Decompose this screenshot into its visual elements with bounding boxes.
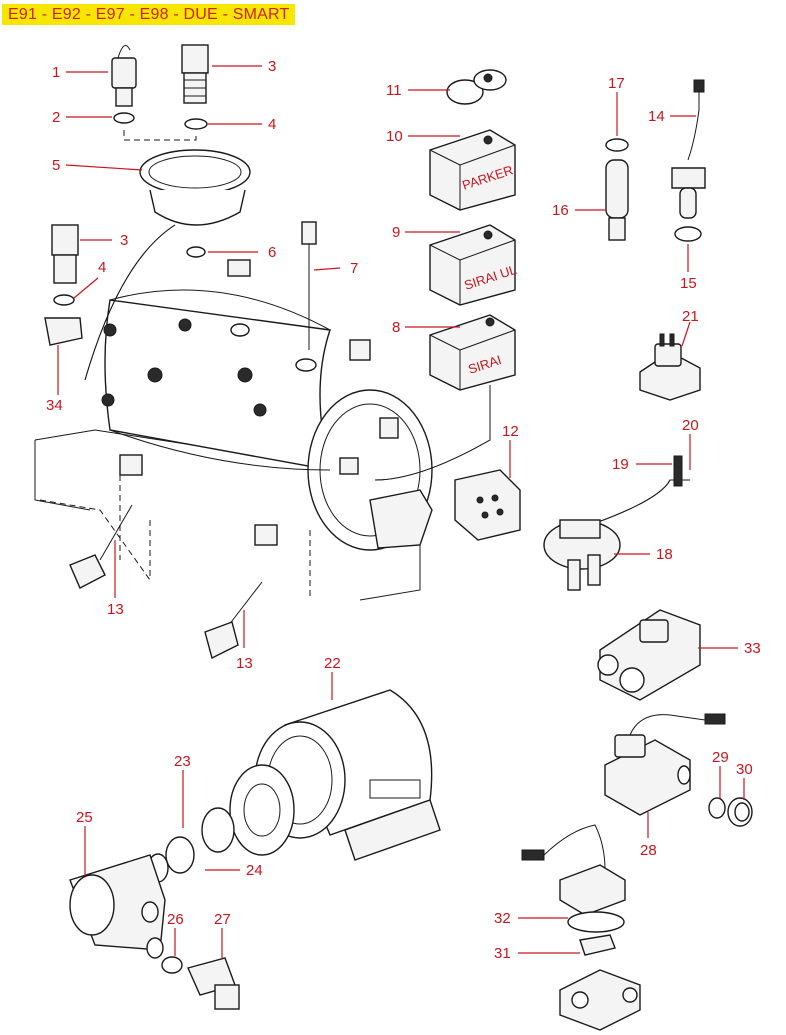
label-17: 17 bbox=[608, 75, 625, 92]
gasket-6 bbox=[186, 246, 206, 258]
vacuum-valve bbox=[181, 44, 209, 104]
block-33 bbox=[597, 609, 701, 701]
level-probe bbox=[301, 221, 317, 350]
pipes bbox=[84, 224, 690, 526]
fitting-27 bbox=[187, 957, 240, 1010]
o-ring-4 bbox=[184, 118, 208, 130]
flowmeter-18 bbox=[543, 455, 683, 591]
label-33: 33 bbox=[744, 640, 761, 657]
label-27: 27 bbox=[214, 911, 231, 928]
label-21: 21 bbox=[682, 308, 699, 325]
plug-30 bbox=[727, 797, 753, 827]
label-15: 15 bbox=[680, 275, 697, 292]
label-13-left: 13 bbox=[107, 601, 124, 618]
label-8: 8 bbox=[392, 319, 400, 336]
heating-element-16 bbox=[605, 159, 629, 241]
o-ring-4-left bbox=[53, 294, 75, 306]
label-18: 18 bbox=[656, 546, 673, 563]
vacuum-valve-left bbox=[51, 224, 79, 284]
relay-block bbox=[454, 469, 521, 541]
label-3-left: 3 bbox=[120, 232, 128, 249]
label-9: 9 bbox=[392, 224, 400, 241]
pressure-switch-parker: PARKER bbox=[429, 129, 516, 211]
temperature-probe-14 bbox=[671, 79, 706, 219]
label-11: 11 bbox=[386, 82, 402, 99]
label-3-top: 3 bbox=[268, 58, 276, 75]
callouts: 1 2 3 4 5 6 7 3 4 34 11 10 9 8 12 17 16 … bbox=[46, 58, 761, 962]
safety-valve bbox=[111, 45, 137, 107]
o-ring-2 bbox=[113, 112, 135, 124]
label-14: 14 bbox=[648, 108, 665, 125]
pressure-switch-sirai-ul: SIRAI UL bbox=[429, 224, 518, 306]
label-28: 28 bbox=[640, 842, 657, 859]
page-title: E91 - E92 - E97 - E98 - DUE - SMART bbox=[2, 4, 296, 25]
label-10: 10 bbox=[386, 128, 403, 145]
thermostat-21 bbox=[639, 333, 701, 401]
label-4-top: 4 bbox=[268, 116, 276, 133]
label-7: 7 bbox=[350, 260, 358, 277]
label-29: 29 bbox=[712, 749, 729, 766]
label-16: 16 bbox=[552, 202, 569, 219]
boiler-flange bbox=[139, 149, 251, 226]
label-24: 24 bbox=[246, 862, 263, 879]
label-4-left: 4 bbox=[98, 259, 106, 276]
boiler bbox=[101, 259, 433, 551]
o-ring-15 bbox=[674, 226, 702, 242]
label-20: 20 bbox=[682, 417, 699, 434]
pump-body-25 bbox=[69, 854, 166, 959]
label-6: 6 bbox=[268, 244, 276, 261]
o-ring-17 bbox=[605, 138, 629, 152]
label-5: 5 bbox=[52, 157, 60, 174]
valve-fitting-34 bbox=[44, 317, 83, 346]
pump-flange-23 bbox=[147, 764, 295, 883]
label-22: 22 bbox=[324, 655, 341, 672]
label-26: 26 bbox=[167, 911, 184, 928]
label-12: 12 bbox=[502, 423, 519, 440]
flowmeter-31 bbox=[521, 824, 641, 1031]
fitting-13-left bbox=[69, 504, 133, 589]
label-30: 30 bbox=[736, 761, 753, 778]
label-2: 2 bbox=[52, 109, 60, 126]
label-23: 23 bbox=[174, 753, 191, 770]
label-34: 34 bbox=[46, 397, 63, 414]
label-25: 25 bbox=[76, 809, 93, 826]
pressure-switch-sirai: SIRAI bbox=[429, 314, 516, 391]
label-1: 1 bbox=[52, 64, 60, 81]
pressure-switch-cap bbox=[446, 69, 507, 105]
label-13-right: 13 bbox=[236, 655, 253, 672]
washer-29 bbox=[708, 797, 726, 819]
label-19: 19 bbox=[612, 456, 629, 473]
fitting-13-right bbox=[204, 581, 263, 660]
label-31: 31 bbox=[494, 945, 511, 962]
flowmeter-28 bbox=[604, 713, 726, 816]
label-32: 32 bbox=[494, 910, 511, 927]
gasket-26 bbox=[161, 956, 183, 974]
